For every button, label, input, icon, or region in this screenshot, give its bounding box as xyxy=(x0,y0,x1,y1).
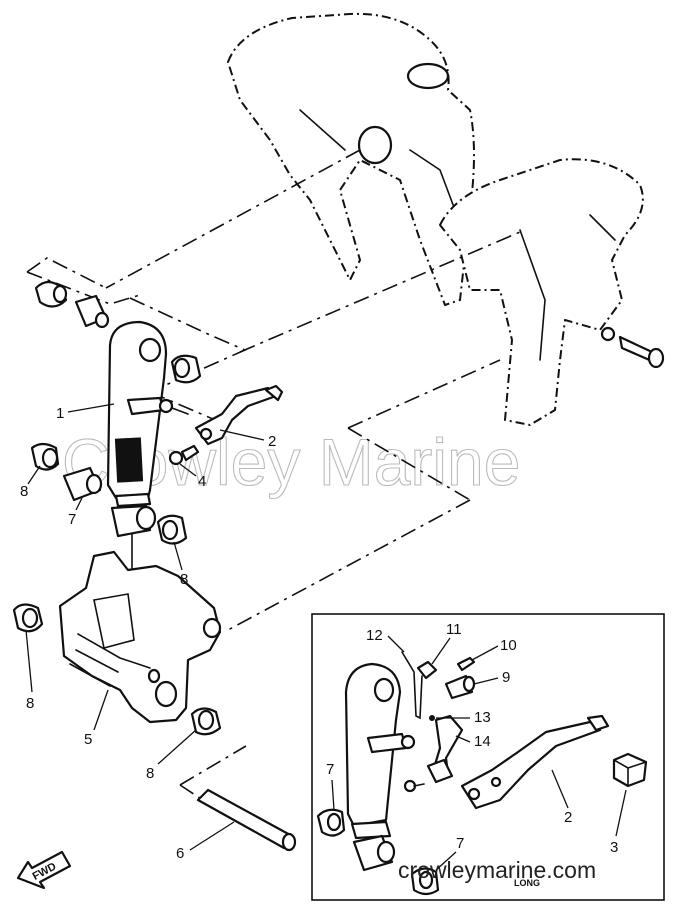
callout-8-c: 8 xyxy=(26,695,34,712)
inset-note-long: LONG xyxy=(514,878,540,888)
callout-10: 10 xyxy=(500,637,517,654)
callout-2: 2 xyxy=(268,433,276,450)
callout-1: 1 xyxy=(56,405,64,422)
callout-8-d: 8 xyxy=(146,765,154,782)
damper-cylinder xyxy=(106,320,189,641)
bushing-bracket-left xyxy=(12,603,44,633)
callout-14: 14 xyxy=(474,733,491,750)
callout-3: 3 xyxy=(610,839,618,856)
callout-8-a: 8 xyxy=(20,483,28,500)
ghost-clamp-bracket-left xyxy=(227,12,475,306)
callout-13: 13 xyxy=(474,709,491,726)
bushing-top-right xyxy=(170,354,202,384)
inset-frame xyxy=(311,613,665,901)
callout-6: 6 xyxy=(176,845,184,862)
inset-long-variant: 12 11 10 9 13 14 7 2 3 7 LONG xyxy=(311,613,665,901)
bolt-right xyxy=(600,326,665,369)
callout-9: 9 xyxy=(502,669,510,686)
bushing-mid-left xyxy=(30,442,60,471)
spacer-top xyxy=(74,294,110,329)
bushing-top-left xyxy=(34,280,68,308)
callout-7-c: 7 xyxy=(456,835,464,852)
callout-8-b: 8 xyxy=(180,571,188,588)
spacer-mid-left xyxy=(62,466,103,502)
pin xyxy=(196,788,297,852)
rod-end xyxy=(110,504,157,538)
screw xyxy=(168,444,200,466)
lever xyxy=(194,384,284,446)
swivel-bracket xyxy=(58,550,222,724)
callout-11: 11 xyxy=(446,621,462,638)
callout-4: 4 xyxy=(198,473,206,490)
callout-2-b: 2 xyxy=(564,809,572,826)
site-watermark: crowleymarine.com xyxy=(398,857,596,883)
ghost-clamp-bracket-right xyxy=(439,158,644,426)
fwd-arrow: FWD xyxy=(16,850,72,890)
callouts: 1 2 4 8 7 8 8 5 8 6 xyxy=(20,403,276,862)
callout-7-a: 7 xyxy=(68,511,76,528)
bushing-mid-right xyxy=(156,514,188,545)
bushing-bracket-right xyxy=(190,707,222,736)
callout-12: 12 xyxy=(366,627,383,644)
callout-7-b: 7 xyxy=(326,761,334,778)
callout-5: 5 xyxy=(84,731,92,748)
